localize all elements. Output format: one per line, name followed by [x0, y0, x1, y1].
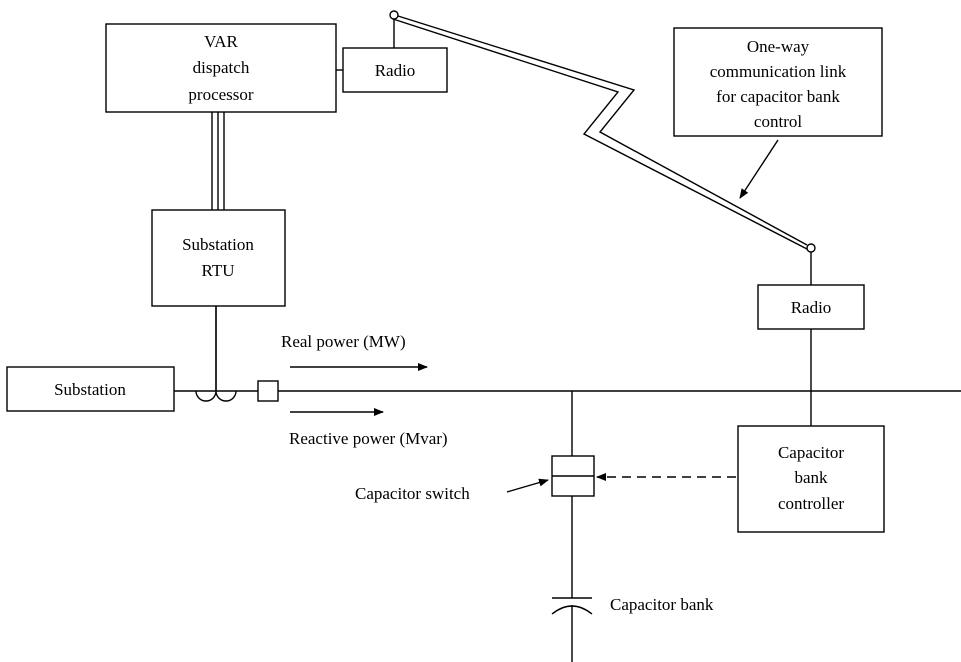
radio-link-line-b: [392, 18, 808, 250]
comm-note-line-1: One-way: [747, 37, 810, 56]
var-dispatch-processor-box: VAR dispatch processor: [105, 23, 337, 113]
radio-right-label: Radio: [791, 298, 832, 317]
substation-box: Substation: [6, 366, 175, 412]
capacitor-switch-icon: [551, 455, 595, 497]
controller-line-3: controller: [778, 494, 844, 513]
radio-top-antenna-icon: [389, 10, 399, 20]
reactive-power-label: Reactive power (Mvar): [289, 429, 448, 448]
rtu-line-2: RTU: [202, 261, 235, 280]
var-processor-line-1: VAR: [204, 32, 238, 51]
capacitor-bank-label: Capacitor bank: [610, 595, 714, 614]
capacitor-bank-controller-box: Capacitor bank controller: [737, 425, 885, 533]
controller-line-2: bank: [794, 468, 828, 487]
real-power-label: Real power (MW): [281, 332, 406, 351]
capacitor-switch-pointer: [506, 478, 549, 493]
current-transformer-icon: [195, 390, 237, 402]
circuit-breaker-icon: [257, 380, 279, 402]
radio-link-line-a: [397, 15, 808, 246]
rtu-line-1: Substation: [182, 235, 254, 254]
var-processor-line-3: processor: [188, 85, 253, 104]
comm-link-note-box: One-way communication link for capacitor…: [673, 27, 883, 137]
substation-label: Substation: [54, 380, 126, 399]
radio-top-box: Radio: [342, 47, 448, 93]
radio-right-antenna-icon: [806, 243, 816, 253]
var-processor-line-2: dispatch: [193, 58, 250, 77]
radio-right-box: Radio: [757, 284, 865, 330]
comm-note-line-2: communication link: [710, 62, 847, 81]
controller-line-1: Capacitor: [778, 443, 844, 462]
comm-note-pointer-arrow: [739, 139, 779, 199]
radio-top-label: Radio: [375, 61, 416, 80]
capacitor-switch-label: Capacitor switch: [355, 484, 470, 503]
comm-note-line-4: control: [754, 112, 802, 131]
substation-rtu-box: Substation RTU: [151, 209, 286, 307]
comm-note-line-3: for capacitor bank: [716, 87, 840, 106]
